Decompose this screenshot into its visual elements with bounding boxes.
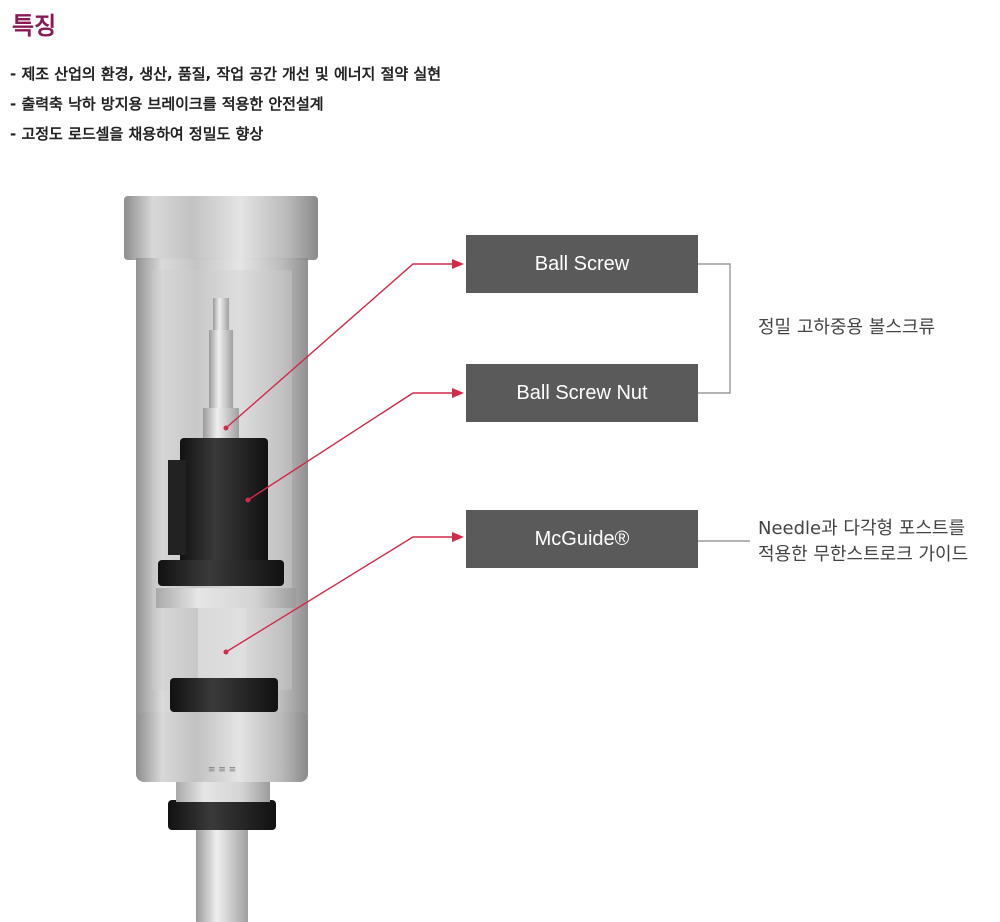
feature-item: - 고정도 로드셀을 채용하여 정밀도 향상 [10, 125, 264, 143]
ball-screw-nut-leader [247, 392, 454, 501]
feature-list: - 제조 산업의 환경, 생산, 품질, 작업 공간 개선 및 에너지 절약 실… [10, 64, 441, 154]
svg-text:≡ ≡ ≡: ≡ ≡ ≡ [208, 765, 236, 775]
ball-screw-leader [225, 263, 454, 429]
ball-screw-description: 정밀 고하중용 볼스크류 [758, 317, 936, 338]
ball-screw-label: Ball Screw [466, 235, 698, 293]
feature-item: - 출력축 낙하 방지용 브레이크를 적용한 안전설계 [10, 95, 324, 113]
actuator-illustration: ≡ ≡ ≡ [124, 196, 318, 922]
arrow-head-icon [452, 532, 464, 542]
mcguide-description: Needle과 다각형 포스트를 적용한 무한스트로크 가이드 [758, 516, 968, 568]
ball-screw-nut-label: Ball Screw Nut [466, 364, 698, 422]
arrow-head-icon [452, 259, 464, 269]
feature-item: - 제조 산업의 환경, 생산, 품질, 작업 공간 개선 및 에너지 절약 실… [10, 65, 441, 83]
mcguide-description-line: Needle과 다각형 포스트를 [758, 518, 966, 539]
mcguide-label: McGuide® [466, 510, 698, 568]
group-bracket [698, 263, 731, 394]
page-title: 특징 [12, 12, 57, 40]
mcguide-description-line: 적용한 무한스트로크 가이드 [758, 544, 969, 565]
mcguide-leader [225, 536, 454, 653]
arrow-head-icon [452, 388, 464, 398]
